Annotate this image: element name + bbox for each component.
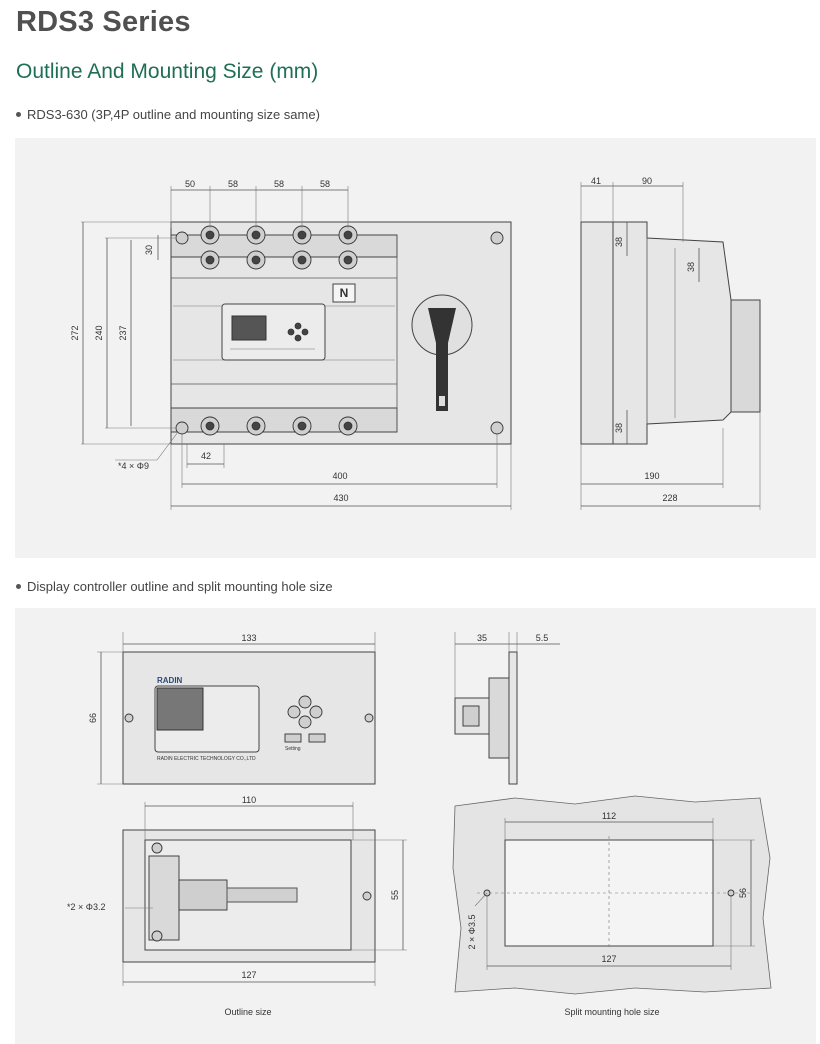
display-controller-panel: RADIN Setting RADIN ELECTRIC TECHNOLOGY … bbox=[15, 608, 816, 1044]
dim-272: 272 bbox=[70, 325, 80, 340]
dim-400: 400 bbox=[332, 471, 347, 481]
dim-228: 228 bbox=[662, 493, 677, 503]
keypad-icon bbox=[284, 695, 326, 743]
dim-38-c: 38 bbox=[614, 423, 624, 433]
caption-split-mounting: Split mounting hole size bbox=[564, 1007, 659, 1017]
section-bullet-display: Display controller outline and split mou… bbox=[16, 579, 333, 594]
dim-55: 55 bbox=[390, 890, 400, 900]
cutout-view: 112 56 127 2 × Φ3.5 Split mounting hole … bbox=[452, 795, 772, 1017]
dim-41: 41 bbox=[591, 176, 601, 186]
neutral-label-box bbox=[332, 283, 356, 303]
dim-35: 35 bbox=[477, 633, 487, 643]
display-back-view: 110 55 127 *2 × Φ3.2 Outline size bbox=[67, 795, 407, 1017]
dim-38-b: 38 bbox=[686, 262, 696, 272]
front-display-module bbox=[221, 303, 326, 361]
back-cable bbox=[226, 887, 298, 903]
section-heading: Outline And Mounting Size (mm) bbox=[16, 60, 319, 83]
dim-133: 133 bbox=[241, 633, 256, 643]
bullet-text: Display controller outline and split mou… bbox=[27, 579, 333, 594]
dim-56: 56 bbox=[738, 888, 748, 898]
neutral-label: N bbox=[340, 286, 349, 300]
dim-90: 90 bbox=[642, 176, 652, 186]
mount-hole-icon bbox=[490, 421, 504, 435]
bullet-dot bbox=[16, 584, 21, 590]
front-dimensions: 50 58 58 58 30 272 240 237 42 *4 × Φ9 bbox=[70, 179, 512, 510]
dim-38-a: 38 bbox=[614, 237, 624, 247]
bottom-terminals bbox=[200, 416, 358, 436]
dim-66: 66 bbox=[88, 713, 98, 723]
display-brand: RADIN bbox=[157, 676, 183, 685]
display-front-view: RADIN Setting RADIN ELECTRIC TECHNOLOGY … bbox=[88, 632, 376, 785]
dim-58-b: 58 bbox=[274, 179, 284, 189]
dim-430: 430 bbox=[333, 493, 348, 503]
outline-drawing-panel: N 50 58 58 58 30 272 bbox=[15, 138, 816, 558]
dim-110: 110 bbox=[242, 795, 256, 805]
caption-outline-size: Outline size bbox=[224, 1007, 271, 1017]
dim-5-5: 5.5 bbox=[536, 633, 549, 643]
dim-127-cutout: 127 bbox=[601, 954, 616, 964]
hole-note-4x9: *4 × Φ9 bbox=[118, 461, 149, 471]
hole-note-2x3-5: 2 × Φ3.5 bbox=[467, 915, 477, 950]
setting-label: Setting bbox=[285, 746, 301, 752]
dim-58-a: 58 bbox=[228, 179, 238, 189]
dim-50: 50 bbox=[185, 179, 195, 189]
side-base bbox=[580, 221, 614, 445]
top-terminals bbox=[200, 225, 358, 270]
dim-42: 42 bbox=[201, 451, 211, 461]
operating-handle-icon bbox=[411, 294, 473, 411]
switch-outline-drawing: N 50 58 58 58 30 272 bbox=[70, 176, 761, 510]
display-controller-drawing: RADIN Setting RADIN ELECTRIC TECHNOLOGY … bbox=[67, 632, 772, 1017]
mount-hole-icon bbox=[175, 231, 189, 245]
hole-note-2x3-2: *2 × Φ3.2 bbox=[67, 902, 105, 912]
section-bullet-rds3: RDS3-630 (3P,4P outline and mounting siz… bbox=[16, 107, 320, 122]
dim-240: 240 bbox=[94, 325, 104, 340]
bullet-text: RDS3-630 (3P,4P outline and mounting siz… bbox=[27, 107, 320, 122]
maker-label: RADIN ELECTRIC TECHNOLOGY CO.,LTD bbox=[157, 756, 256, 762]
dim-237: 237 bbox=[118, 325, 128, 340]
bullet-dot bbox=[16, 112, 21, 118]
dim-58-c: 58 bbox=[320, 179, 330, 189]
side-connector bbox=[454, 697, 490, 735]
dim-30: 30 bbox=[144, 245, 154, 255]
mount-hole-icon bbox=[490, 231, 504, 245]
series-title: RDS3 Series bbox=[16, 6, 191, 38]
switch-front-view: N 50 58 58 58 30 272 bbox=[70, 179, 512, 510]
dim-127-back: 127 bbox=[241, 970, 256, 980]
back-connector bbox=[148, 855, 180, 941]
switch-side-view: 41 90 38 38 38 190 228 bbox=[580, 176, 761, 510]
dim-190: 190 bbox=[644, 471, 659, 481]
lcd-screen bbox=[156, 687, 204, 731]
display-side-view: 35 5.5 bbox=[454, 632, 560, 785]
dim-112: 112 bbox=[602, 811, 616, 821]
